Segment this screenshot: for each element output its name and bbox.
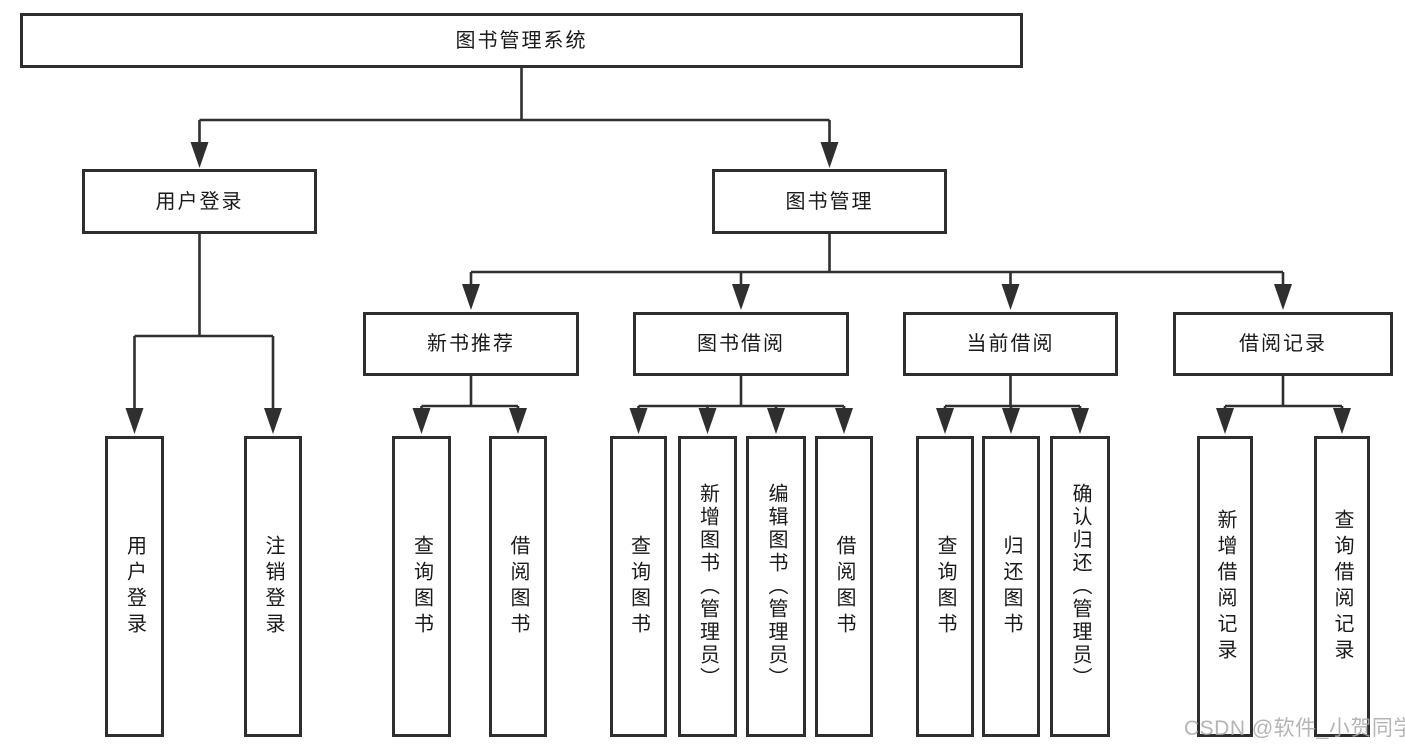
leaf-confirm-return-admin: 确认归还（管理员） [1050, 436, 1110, 737]
leaf-logout: 注销登录 [244, 436, 302, 737]
node-book-management: 图书管理 [712, 169, 947, 234]
leaf-query-books-recommend: 查询图书 [392, 436, 451, 737]
node-user-login: 用户登录 [82, 169, 317, 234]
leaf-edit-books-admin: 编辑图书（管理员） [746, 436, 806, 737]
leaf-add-borrow-record: 新增借阅记录 [1197, 436, 1253, 737]
node-book-borrowing: 图书借阅 [633, 312, 849, 376]
leaf-query-books-current: 查询图书 [916, 436, 974, 737]
csdn-watermark: CSDN @软件_小贺同学 [1184, 717, 1405, 740]
node-borrowing-records: 借阅记录 [1173, 312, 1393, 376]
node-library-system: 图书管理系统 [20, 13, 1023, 68]
leaf-borrow-books-recommend: 借阅图书 [489, 436, 547, 737]
leaf-user-login: 用户登录 [105, 436, 164, 737]
leaf-borrow-books: 借阅图书 [815, 436, 873, 737]
leaf-add-books-admin: 新增图书（管理员） [678, 436, 737, 737]
node-current-borrowing: 当前借阅 [903, 312, 1118, 376]
node-new-book-recommendation: 新书推荐 [363, 312, 579, 376]
leaf-query-books-borrow: 查询图书 [610, 436, 667, 737]
leaf-query-borrow-record: 查询借阅记录 [1314, 436, 1370, 737]
leaf-return-books: 归还图书 [982, 436, 1040, 737]
